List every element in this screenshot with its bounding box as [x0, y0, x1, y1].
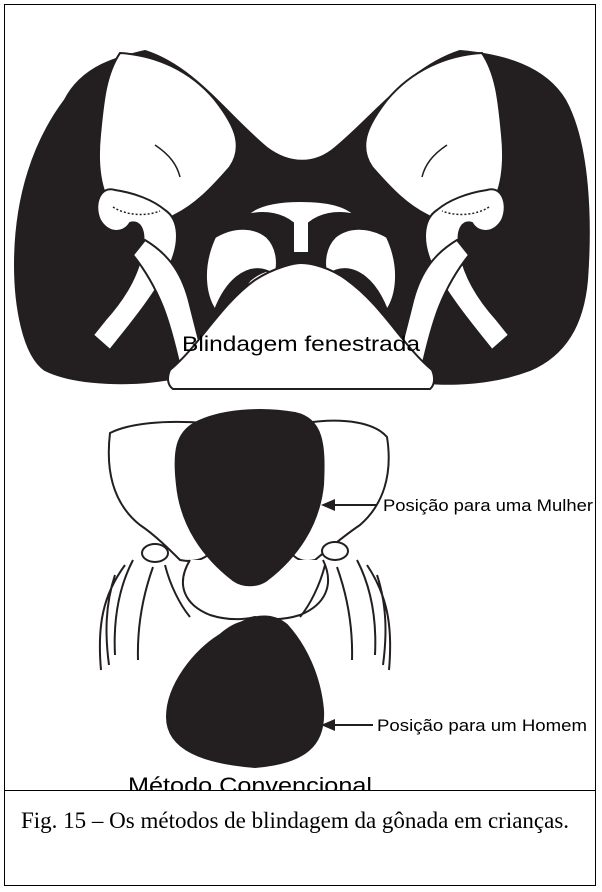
male-position-label: Posição para um Homem [377, 716, 587, 735]
caption-divider [5, 790, 596, 791]
left-femur-shaft-outline [115, 560, 190, 660]
conventional-method-illustration: Posição para uma Mulher Posição para um … [100, 410, 594, 790]
male-shield [167, 616, 323, 767]
gonad-shielding-diagram: Blindagem fenestrada [5, 5, 596, 790]
right-outer-femur [367, 565, 390, 670]
left-outer-femur [100, 565, 125, 670]
conventional-method-label: Método Convencional [128, 773, 372, 790]
fenestrated-shield-illustration: Blindagem fenestrada [15, 51, 589, 389]
male-arrow [321, 719, 373, 731]
figure-frame: Blindagem fenestrada [4, 4, 596, 886]
right-femoral-head [322, 542, 348, 560]
female-position-label: Posição para uma Mulher [383, 496, 593, 515]
left-femoral-head [142, 544, 168, 562]
figure-caption: Fig. 15 – Os métodos de blindagem da gôn… [21, 802, 581, 839]
fenestrated-shield-label: Blindagem fenestrada [182, 333, 420, 356]
